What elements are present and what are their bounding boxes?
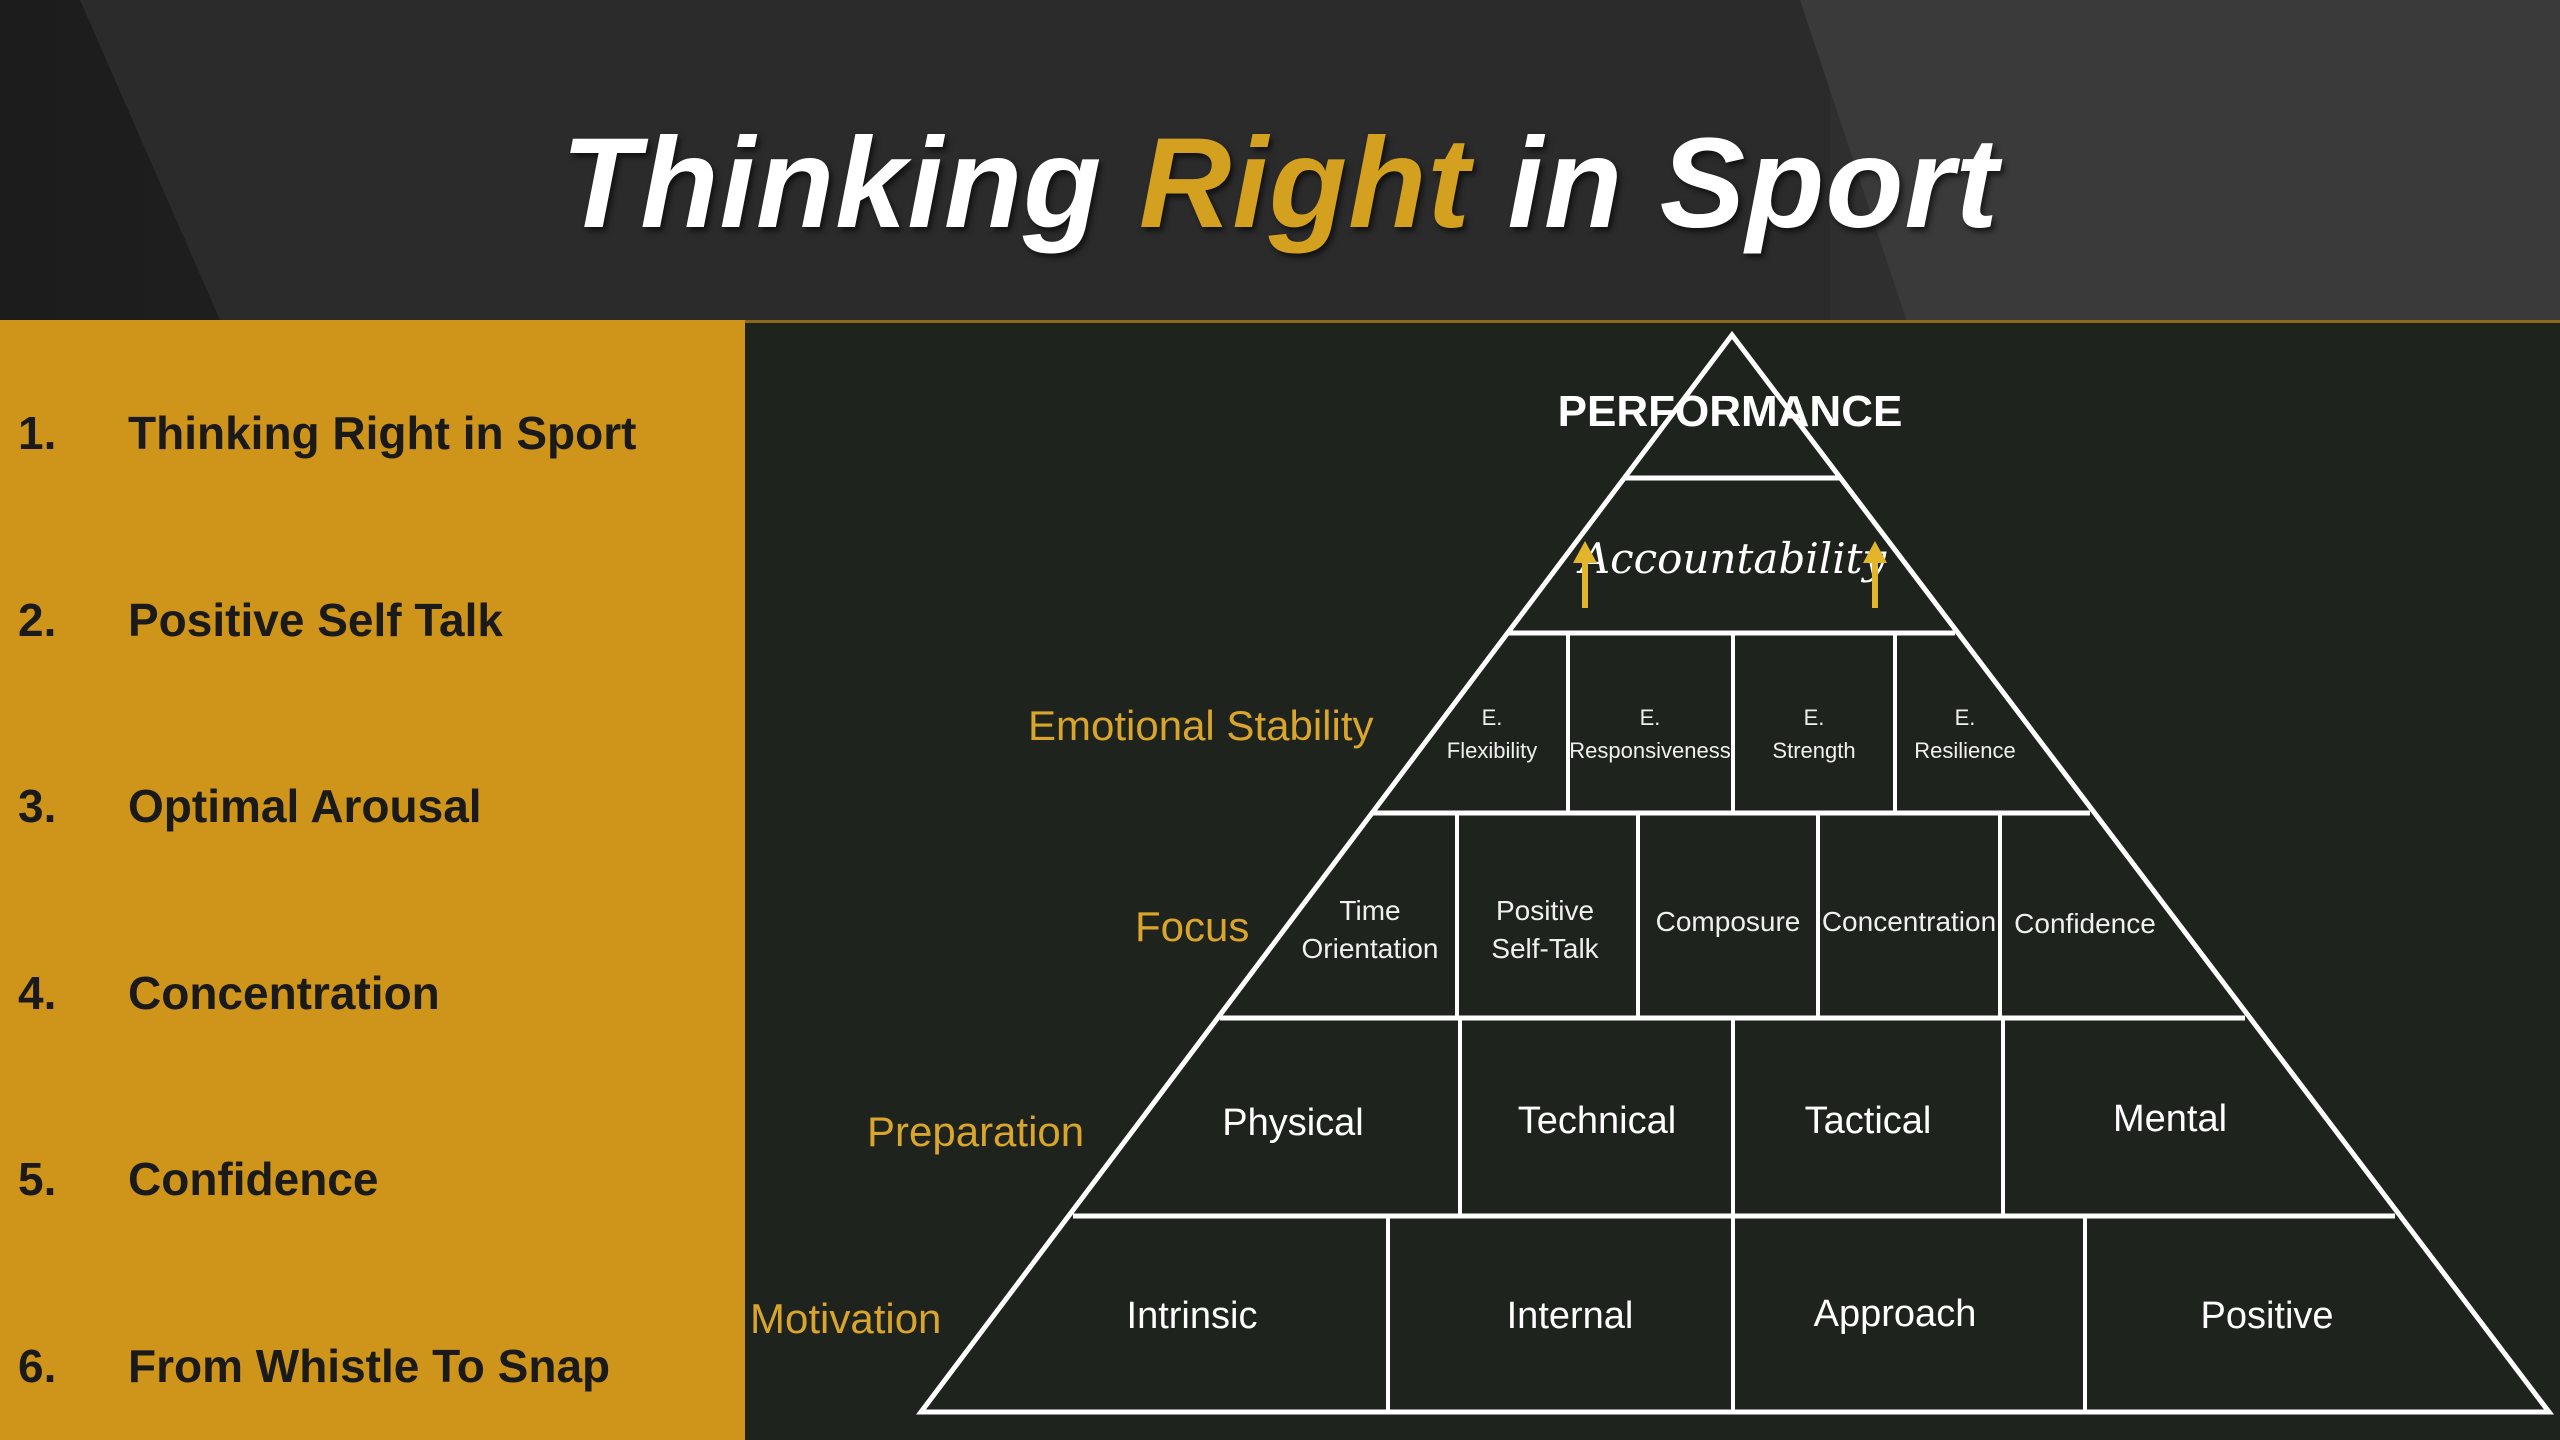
sidebar-item-4[interactable]: 4. Concentration — [18, 953, 440, 1033]
item-label: Confidence — [128, 1153, 379, 1205]
cell-text: E. — [1482, 705, 1503, 730]
cell-text: Approach — [1814, 1293, 1977, 1335]
cell-text: Positive — [1496, 895, 1594, 926]
item-number: 3. — [18, 780, 57, 832]
item-number: 6. — [18, 1340, 57, 1392]
pyramid-diagram: PERFORMANCE Accountability Emotional Sta… — [750, 330, 2555, 1415]
header-stripe — [80, 0, 1830, 320]
title-accent: Right — [1138, 112, 1471, 255]
title-part-1: Thinking — [561, 112, 1139, 255]
up-arrow-icon — [1573, 541, 1597, 608]
cell-text: Internal — [1507, 1295, 1634, 1337]
peak-label: PERFORMANCE — [1558, 387, 1903, 436]
item-label: Positive Self Talk — [128, 594, 503, 646]
sidebar-item-5[interactable]: 5. Confidence — [18, 1139, 378, 1219]
cell-text: Flexibility — [1447, 738, 1537, 763]
cell-text: Confidence — [2014, 908, 2156, 939]
slide-header: Thinking Right in Sport — [0, 0, 2560, 320]
cell-text: E. — [1640, 705, 1661, 730]
level-label-motivation: Motivation — [750, 1295, 941, 1342]
up-arrow-icon — [1863, 541, 1887, 608]
item-number: 4. — [18, 967, 57, 1019]
cell-text: Strength — [1772, 738, 1855, 763]
item-number: 1. — [18, 407, 57, 459]
sidebar-item-1[interactable]: 1. Thinking Right in Sport — [18, 393, 636, 473]
cell-text: Technical — [1518, 1100, 1676, 1142]
header-stripe — [1800, 0, 2560, 320]
cell-text: Orientation — [1302, 933, 1439, 964]
cell-text: Mental — [2113, 1098, 2227, 1140]
cell-text: E. — [1955, 705, 1976, 730]
sidebar-item-3[interactable]: 3. Optimal Arousal — [18, 766, 482, 846]
cell-text: Responsiveness — [1569, 738, 1730, 763]
sidebar-item-2[interactable]: 2. Positive Self Talk — [18, 580, 503, 660]
level-label-emotional: Emotional Stability — [1028, 702, 1374, 749]
item-number: 5. — [18, 1153, 57, 1205]
item-number: 2. — [18, 594, 57, 646]
level-label-focus: Focus — [1135, 903, 1249, 950]
cell-text: Concentration — [1822, 906, 1996, 937]
cell-text: E. — [1804, 705, 1825, 730]
topic-sidebar: 1. Thinking Right in Sport 2. Positive Sel… — [0, 320, 745, 1440]
sidebar-item-6[interactable]: 6. From Whistle To Snap — [18, 1326, 610, 1406]
item-label: From Whistle To Snap — [128, 1340, 611, 1392]
cell-text: Resilience — [1914, 738, 2016, 763]
cell-text: Intrinsic — [1127, 1295, 1258, 1337]
item-label: Thinking Right in Sport — [128, 407, 637, 459]
cell-text: Positive — [2200, 1295, 2333, 1337]
cell-text: Self-Talk — [1491, 933, 1599, 964]
pyramid-panel: PERFORMANCE Accountability Emotional Sta… — [745, 320, 2560, 1440]
item-label: Optimal Arousal — [128, 780, 482, 832]
cell-text: Time — [1339, 895, 1400, 926]
accountability-label: Accountability — [1576, 534, 1888, 583]
level-label-preparation: Preparation — [867, 1108, 1084, 1155]
cell-text: Tactical — [1805, 1100, 1932, 1142]
title-part-2: in Sport — [1470, 112, 1999, 255]
cell-text: Physical — [1222, 1102, 1364, 1144]
slide-title: Thinking Right in Sport — [0, 110, 2560, 257]
item-label: Concentration — [128, 967, 440, 1019]
cell-text: Composure — [1656, 906, 1801, 937]
